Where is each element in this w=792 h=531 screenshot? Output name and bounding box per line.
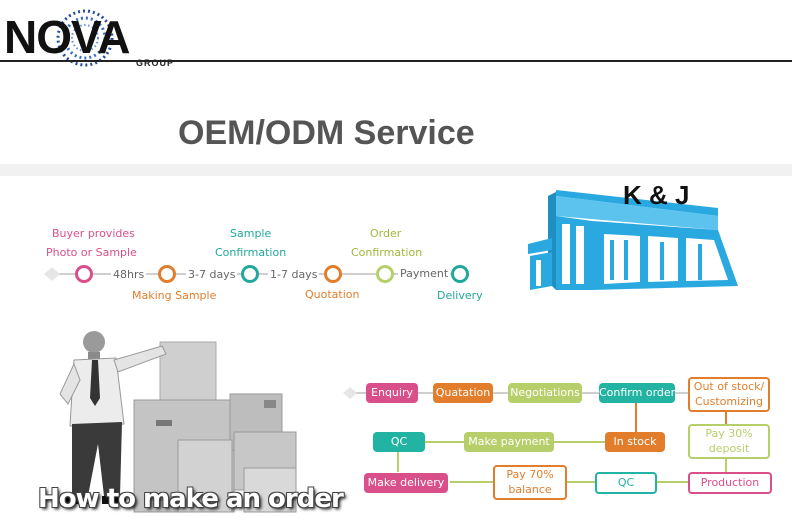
building-label: K & J: [623, 180, 690, 210]
logo: NOVA: [4, 11, 130, 63]
timeline-node-orange: [158, 265, 176, 283]
process-make-payment: Make payment: [464, 432, 554, 452]
process-production: Production: [688, 472, 772, 494]
timeline-label-buyer-2: Photo or Sample: [46, 246, 137, 259]
timeline-node-orange-2: [324, 265, 342, 283]
process-out-of-stock-line1: Out of stock/: [693, 380, 765, 393]
process-pay-30: Pay 30% deposit: [688, 424, 770, 459]
process-qc-top: QC: [373, 432, 425, 452]
timeline-node-teal: [241, 265, 259, 283]
timeline-duration-48hrs: 48hrs: [111, 268, 147, 281]
caption: How to make an order: [38, 484, 344, 514]
logo-subtitle: GROUP: [136, 58, 175, 68]
header-divider: [0, 60, 792, 62]
timeline-label-sample-2: Confirmation: [215, 246, 287, 259]
timeline-duration-1-7: 1-7 days: [268, 268, 320, 281]
process-pay-70-line1: Pay 70%: [506, 468, 554, 481]
timeline-node-green: [376, 265, 394, 283]
process-enquiry: Enquiry: [366, 383, 418, 403]
timeline-duration-payment: Payment: [398, 267, 451, 280]
process-make-delivery: Make delivery: [364, 473, 448, 493]
timeline-label-delivery: Delivery: [437, 289, 483, 302]
man-with-boxes-image: [59, 331, 297, 513]
process-negotiations: Negotiations: [508, 383, 582, 403]
timeline-node-pink: [75, 265, 93, 283]
process-out-of-stock-line2: Customizing: [695, 395, 763, 408]
process-out-of-stock: Out of stock/ Customizing: [688, 377, 770, 412]
process-pay-30-line1: Pay 30%: [705, 427, 753, 440]
process-pay-30-line2: deposit: [708, 442, 750, 455]
process-pay-70-line2: balance: [508, 483, 552, 496]
section-band: [0, 164, 792, 176]
timeline-label-quotation: Quotation: [305, 288, 360, 301]
process-qc-bottom: QC: [595, 472, 657, 494]
timeline-label-order-1: Order: [370, 227, 402, 240]
logo-dots-icon: [55, 8, 115, 68]
building-icon: [528, 190, 738, 290]
timeline-label-making-sample: Making Sample: [132, 289, 217, 302]
timeline-node-teal-2: [451, 265, 469, 283]
timeline-label-sample-1: Sample: [230, 227, 272, 240]
timeline-label-buyer-1: Buyer provides: [52, 227, 135, 240]
process-in-stock: In stock: [605, 432, 665, 452]
process-pay-70: Pay 70% balance: [493, 465, 567, 500]
timeline-label-order-2: Confirmation: [351, 246, 423, 259]
page-title: OEM/ODM Service: [178, 114, 475, 152]
process-quotation: Quatation: [433, 383, 493, 403]
timeline-duration-3-7: 3-7 days: [186, 268, 238, 281]
process-confirm-order: Confirm order: [599, 383, 675, 403]
